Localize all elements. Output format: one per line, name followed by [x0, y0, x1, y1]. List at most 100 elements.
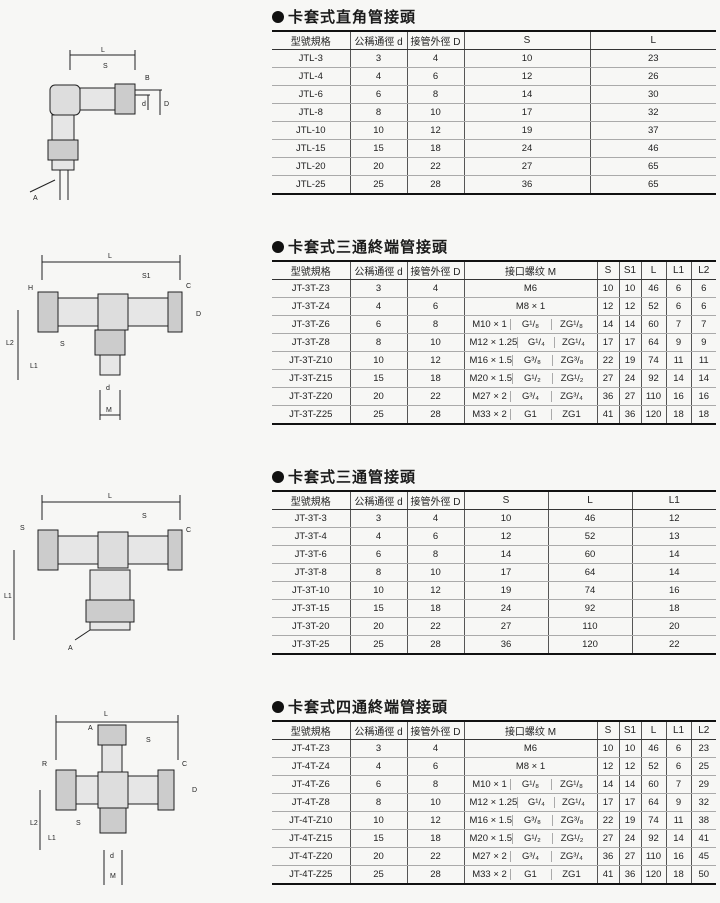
- table-cell: JTL-3: [272, 49, 350, 68]
- table-cell: 20: [349, 617, 407, 636]
- thread-spec: M6: [466, 283, 596, 294]
- diagram-label: A: [33, 195, 38, 202]
- table-cell: 10: [463, 49, 590, 68]
- thread-spec-part: ZG¹/₈: [550, 319, 592, 330]
- table-cell: JT-3T-20: [272, 617, 350, 636]
- table-cell: 6: [690, 297, 716, 316]
- table-cell: 22: [596, 811, 619, 830]
- table-cell: 4: [406, 509, 464, 528]
- table-cell: 6: [665, 739, 691, 758]
- column-header: 接管外徑 D: [406, 720, 464, 740]
- table-cell: JT-3T-Z25: [272, 405, 350, 425]
- table-cell: JTL-20: [272, 157, 350, 176]
- column-header: S1: [618, 260, 641, 280]
- table-cell: 8: [349, 103, 407, 122]
- section-title-text: 卡套式四通終端管接頭: [288, 698, 449, 716]
- table-cell: 6: [349, 85, 407, 104]
- table-cell: 26: [589, 67, 716, 86]
- table-cell: M8 × 1: [463, 757, 597, 776]
- elbow-drawing: L S B d D A: [29, 47, 169, 202]
- table-cell: 6: [406, 67, 464, 86]
- table-cell: 28: [406, 635, 464, 655]
- column-header: 型號規格: [272, 490, 350, 510]
- table-cell: 7: [665, 315, 691, 334]
- column-header: L2: [690, 260, 716, 280]
- table-cell: 14: [596, 315, 619, 334]
- tee-drawing: L S S C L1 A: [4, 493, 191, 652]
- table-cell: 16: [690, 387, 716, 406]
- diagram-label: A: [68, 645, 73, 652]
- thread-spec-part: M10 × 1: [472, 319, 507, 330]
- table-cell: 20: [349, 387, 407, 406]
- table-cell: 12: [596, 297, 619, 316]
- table-cell: 14: [618, 775, 641, 794]
- table-cell: 10: [406, 333, 464, 352]
- table-cell: 14: [665, 369, 691, 388]
- table-cell: 37: [589, 121, 716, 140]
- diagram-label: L1: [30, 363, 38, 370]
- column-header: 接管外徑 D: [406, 30, 464, 50]
- table-cell: 24: [463, 599, 548, 618]
- table-cell: 11: [665, 351, 691, 370]
- diagram-label: D: [164, 101, 169, 108]
- thread-spec-part: M16 × 1.5: [469, 815, 513, 826]
- table-cell: 15: [349, 599, 407, 618]
- diagram-label: M: [110, 873, 116, 880]
- diagram-label: A: [88, 725, 93, 732]
- thread-spec-part: M8 × 1: [515, 301, 546, 312]
- table-cell: 92: [640, 829, 666, 848]
- table-cell: JT-3T-25: [272, 635, 350, 655]
- section-title: 卡套式三通終端管接頭: [272, 236, 448, 257]
- diagram-label: L2: [30, 820, 38, 827]
- table-cell: 36: [596, 387, 619, 406]
- table-cell: 18: [690, 405, 716, 425]
- table-cell: 6: [665, 297, 691, 316]
- table-cell: 17: [463, 563, 548, 582]
- table-cell: 46: [547, 509, 632, 528]
- table-cell: 110: [640, 387, 666, 406]
- table-cell: 60: [547, 545, 632, 564]
- table-cell: 4: [349, 67, 407, 86]
- diagram-label: S: [142, 513, 147, 520]
- section-title: 卡套式三通管接頭: [272, 466, 416, 487]
- table-cell: 110: [547, 617, 632, 636]
- bullet-icon: [272, 700, 284, 713]
- table-cell: JT-3T-10: [272, 581, 350, 600]
- table-cell: 10: [596, 279, 619, 298]
- column-header: S1: [618, 720, 641, 740]
- table-cell: 19: [463, 121, 590, 140]
- table-cell: 16: [665, 387, 691, 406]
- thread-spec-part: ZG³/₄: [550, 391, 592, 402]
- table-cell: JT-3T-15: [272, 599, 350, 618]
- table-cell: M6: [463, 279, 597, 298]
- column-header: S: [463, 30, 590, 50]
- table-cell: 10: [349, 581, 407, 600]
- table-cell: 52: [640, 757, 666, 776]
- table-cell: 14: [631, 545, 716, 564]
- column-header: 接管外徑 D: [406, 490, 464, 510]
- table-cell: 120: [640, 865, 666, 885]
- table-cell: 8: [406, 85, 464, 104]
- diagram-label: d: [106, 385, 110, 392]
- table-cell: 24: [618, 829, 641, 848]
- diagram-label: L: [108, 493, 112, 500]
- table-cell: 92: [640, 369, 666, 388]
- table-cell: JTL-15: [272, 139, 350, 158]
